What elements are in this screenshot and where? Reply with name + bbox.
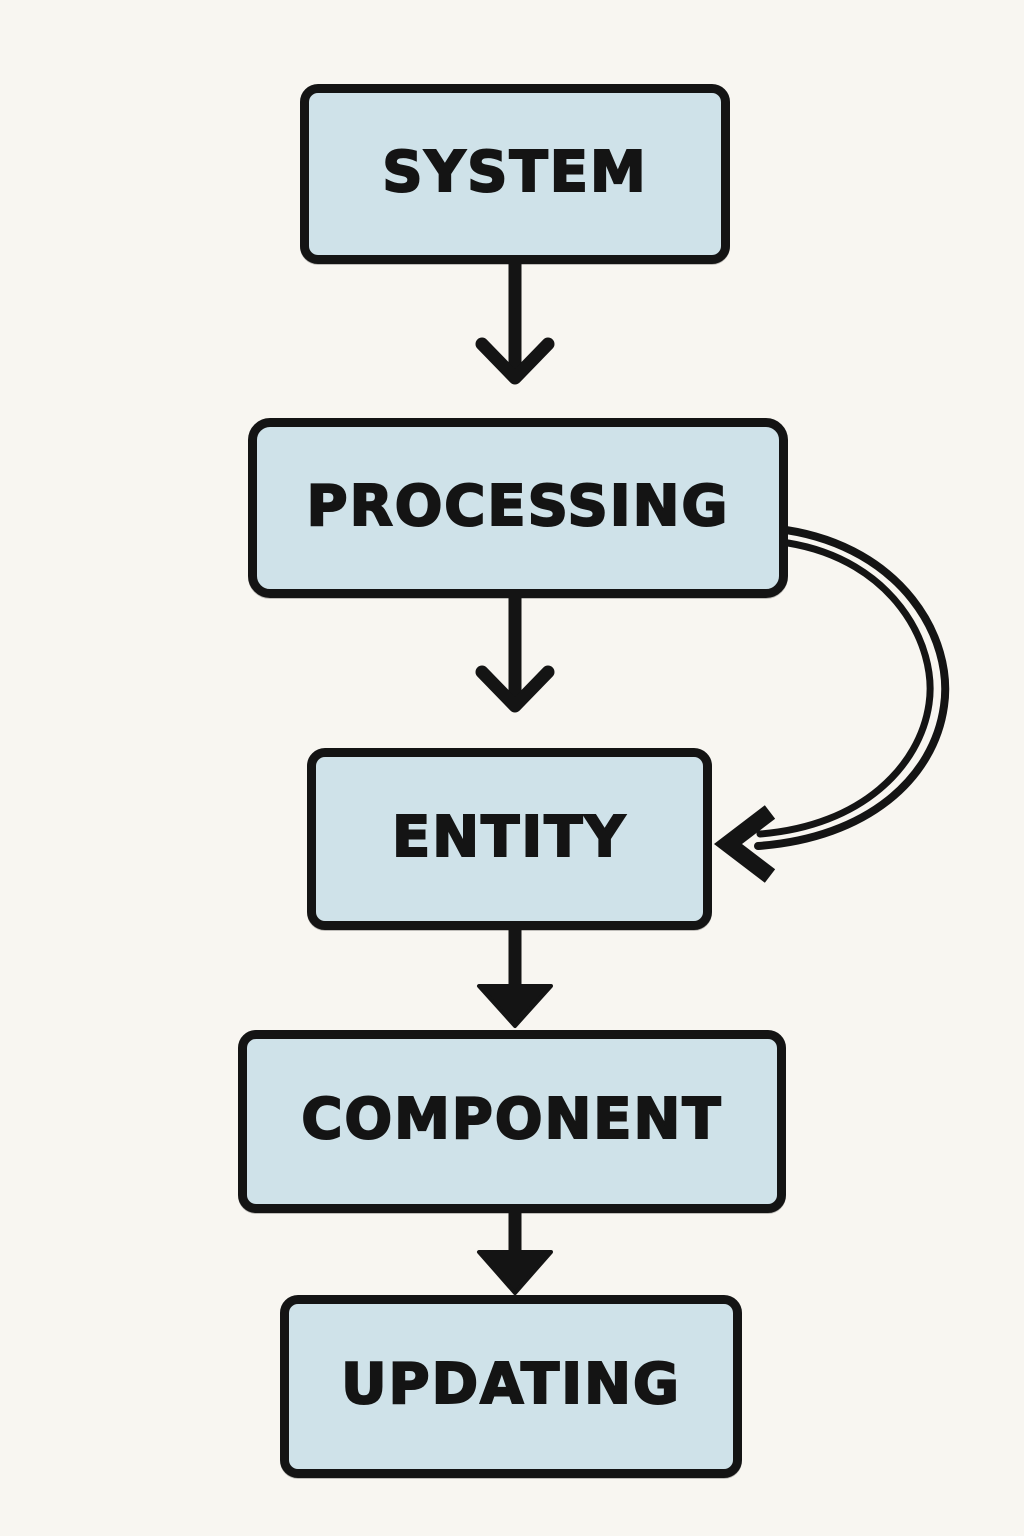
node-updating-label: UPDATING bbox=[340, 1351, 681, 1418]
node-processing: PROCESSING bbox=[248, 418, 788, 598]
node-system: SYSTEM bbox=[300, 84, 730, 264]
node-system-label: SYSTEM bbox=[381, 139, 648, 206]
arrow-entity-to-component bbox=[477, 921, 553, 1028]
arrow-processing-to-entity bbox=[475, 589, 555, 713]
loop-arrowhead-left bbox=[713, 805, 776, 883]
node-entity: ENTITY bbox=[307, 748, 712, 930]
arrow-component-to-updating bbox=[477, 1205, 553, 1295]
node-entity-label: ENTITY bbox=[391, 804, 627, 871]
arrow-processing-to-entity-loop bbox=[713, 526, 950, 883]
node-component-label: COMPONENT bbox=[300, 1086, 723, 1153]
node-component: COMPONENT bbox=[238, 1030, 786, 1213]
node-processing-label: PROCESSING bbox=[306, 473, 730, 540]
node-updating: UPDATING bbox=[280, 1295, 742, 1478]
arrow-system-to-processing bbox=[475, 255, 555, 385]
